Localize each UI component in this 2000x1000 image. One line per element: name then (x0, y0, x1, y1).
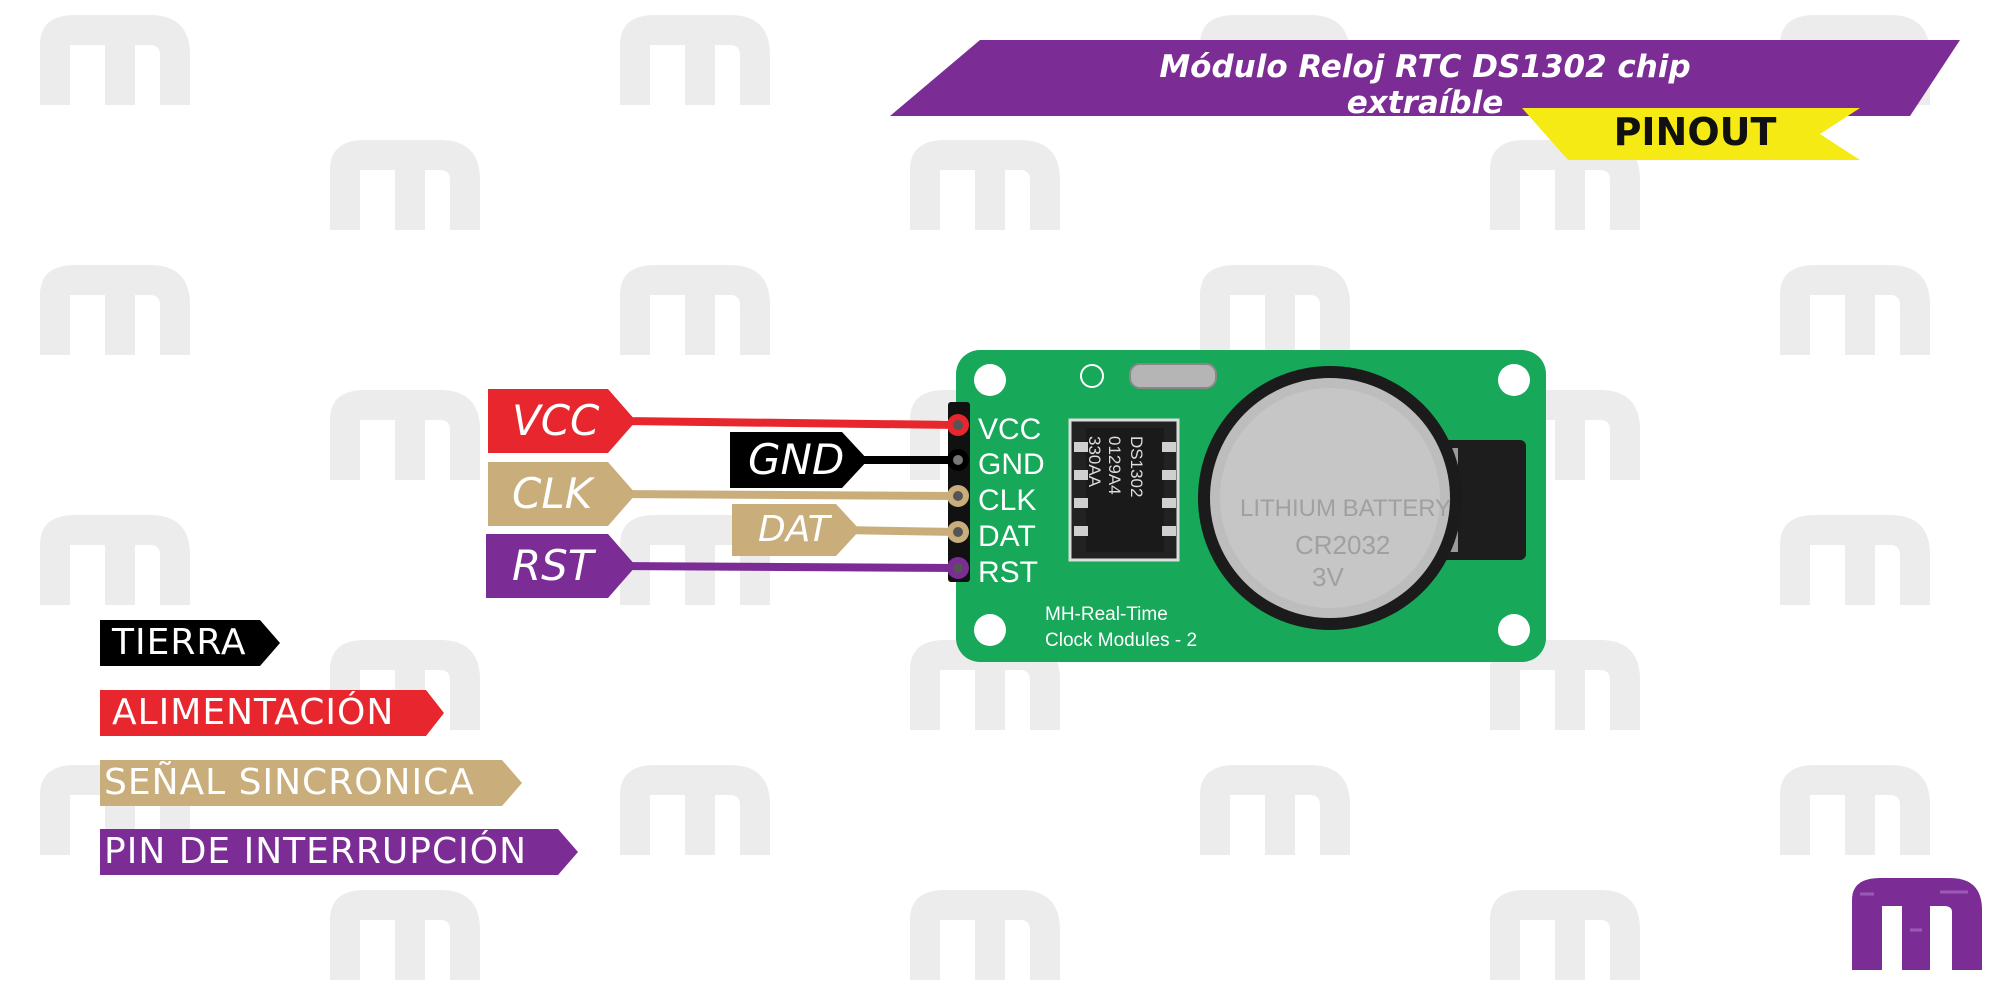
chip-marking-2: 0129A4 (1104, 436, 1124, 495)
wire-rst (620, 566, 958, 568)
pin-tag-gnd: GND (730, 432, 870, 488)
legend-senal-sincronica: SEÑAL SINCRONICA (100, 760, 524, 806)
board-pin-label-dat: DAT (978, 520, 1036, 554)
legend-tierra-label: TIERRA (100, 620, 247, 666)
battery-text-2: CR2032 (1295, 530, 1390, 561)
silkscreen-line-1: MH-Real-Time (1045, 604, 1168, 626)
chip-marking-1: DS1302 (1126, 436, 1146, 497)
board-pin-label-gnd: GND (978, 448, 1045, 482)
mount-hole-top-left (974, 364, 1006, 396)
pin-tag-dat-label: DAT (758, 504, 830, 556)
board-pin-label-vcc: VCC (978, 413, 1041, 447)
mount-hole-top-right (1498, 364, 1530, 396)
battery-text-3: 3V (1312, 562, 1344, 593)
pin-tag-vcc: VCC (488, 389, 638, 453)
pin-tag-rst: RST (486, 534, 638, 598)
silkscreen-line-2: Clock Modules - 2 (1045, 630, 1197, 652)
legend-senal-sincronica-label: SEÑAL SINCRONICA (100, 760, 475, 806)
board-pin-label-rst: RST (978, 556, 1038, 590)
legend-tierra: TIERRA (100, 620, 282, 666)
legend-pin-interrupcion-label: PIN DE INTERRUPCIÓN (100, 829, 527, 875)
legend-pin-interrupcion: PIN DE INTERRUPCIÓN (100, 829, 580, 875)
pin-tag-clk-label: CLK (512, 462, 592, 526)
pin-tag-clk: CLK (488, 462, 638, 526)
board-pin-label-clk: CLK (978, 484, 1036, 518)
crystal (1130, 364, 1216, 388)
legend-alimentacion: ALIMENTACIÓN (100, 690, 446, 736)
pin-tag-rst-label: RST (512, 534, 594, 598)
mount-hole-bottom-left (974, 614, 1006, 646)
pin-tag-gnd-label: GND (748, 432, 844, 488)
wire-clk (620, 494, 958, 496)
legend-alimentacion-label: ALIMENTACIÓN (100, 690, 394, 736)
pin-tag-vcc-label: VCC (512, 389, 599, 453)
brand-logo (1840, 870, 1990, 980)
mount-hole-bottom-right (1498, 614, 1530, 646)
pin-tag-dat: DAT (732, 504, 862, 556)
battery-text-1: LITHIUM BATTERY (1240, 495, 1451, 523)
wire-vcc (620, 421, 958, 425)
chip-marking-3: 330AA (1084, 436, 1104, 487)
rtc-module-board: VCC GND CLK DAT RST DS1302 0129A4 330AA … (940, 340, 1560, 674)
